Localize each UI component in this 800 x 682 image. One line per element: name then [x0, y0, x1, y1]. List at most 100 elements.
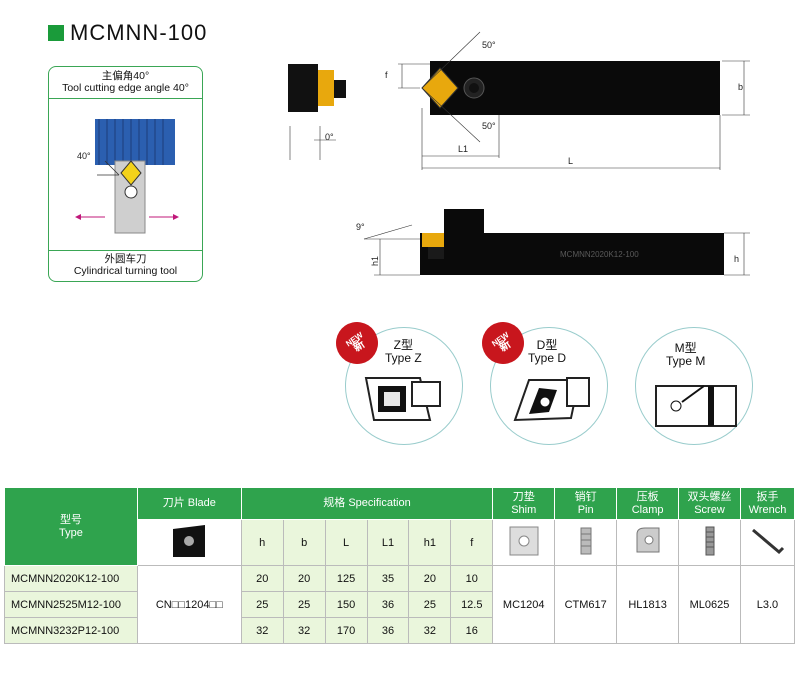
wrench-image — [739, 519, 796, 566]
side-bottom-en: Cylindrical turning tool — [73, 265, 178, 277]
clamp-icon — [636, 527, 660, 553]
screw-icon — [705, 526, 714, 556]
f-label: f — [385, 70, 388, 80]
clamp-image — [616, 519, 680, 566]
blade-value: CN□□1204□□ — [136, 565, 242, 644]
row-0-h: 20 — [240, 565, 284, 592]
row-2-L: 170 — [324, 617, 368, 644]
top-view-drawing — [288, 31, 750, 170]
header-screw-cn: 双头螺丝 — [687, 490, 732, 503]
type-d-en: Type D — [528, 351, 567, 365]
type-z-cn: Z型 — [393, 338, 414, 352]
spec-col-h: h — [240, 519, 284, 566]
spec-col-L: L — [324, 519, 368, 566]
row-1-L1: 36 — [366, 591, 410, 618]
header-wrench-cn: 扳手 — [756, 490, 779, 503]
type-z-label: Z型 Type Z — [385, 339, 422, 365]
header-pin-en: Pin — [577, 503, 594, 516]
side-divider-bottom — [49, 250, 202, 251]
engraving-text: MCMNN2020K12-100 — [560, 250, 639, 259]
row-2-b: 32 — [282, 617, 326, 644]
row-1-type: MCMNN2525M12-100 — [4, 591, 138, 618]
header-screw-en: Screw — [694, 503, 725, 516]
blade-icon — [173, 525, 206, 557]
pin-value: CTM617 — [554, 565, 618, 644]
header-pin-cn: 销钉 — [574, 490, 597, 503]
zero-angle-label: 0° — [325, 132, 334, 142]
spec-col-f: f — [450, 519, 494, 566]
type-z-en: Type Z — [385, 351, 422, 365]
blade-image — [136, 519, 242, 566]
type-z-illustration — [364, 377, 441, 421]
type-m-label: M型 Type M — [666, 342, 705, 368]
row-1-f: 12.5 — [450, 591, 494, 618]
side-top-cn: 主偏角40° — [101, 70, 150, 82]
side-bottom-cn: 外圆车刀 — [104, 253, 147, 265]
new-badge-d-cn: 新 — [497, 338, 514, 355]
spec-col-b: b — [282, 519, 326, 566]
L1-label: L1 — [458, 144, 469, 154]
spec-col-h1: h1 — [408, 519, 452, 566]
new-badge-z-cn: 新 — [351, 338, 368, 355]
row-0-h1: 20 — [408, 565, 452, 592]
side-divider-top — [49, 98, 202, 99]
row-0-type: MCMNN2020K12-100 — [4, 565, 138, 592]
shim-image — [492, 519, 556, 566]
b-label: b — [738, 82, 744, 92]
header-wrench-en: Wrench — [748, 503, 787, 516]
row-0-L: 125 — [324, 565, 368, 592]
spec-col-L1: L1 — [366, 519, 410, 566]
page-title: MCMNN-100 — [48, 20, 207, 46]
type-d-cn: D型 — [536, 338, 558, 352]
row-2-L1: 36 — [366, 617, 410, 644]
L-label: L — [568, 156, 574, 166]
type-m-illustration — [655, 385, 737, 427]
side-top-en: Tool cutting edge angle 40° — [62, 82, 189, 94]
row-0-b: 20 — [282, 565, 326, 592]
pin-icon — [580, 527, 592, 555]
header-clamp-en: Clamp — [631, 503, 664, 516]
shim-value: MC1204 — [492, 565, 556, 644]
h-label: h — [734, 254, 740, 264]
pin-image — [554, 519, 618, 566]
nine-degree-label: 9° — [356, 222, 365, 232]
header-blade: 刀片 Blade — [136, 487, 242, 520]
side-view-drawing — [363, 209, 750, 276]
wrench-value: L3.0 — [739, 565, 796, 644]
wrench-icon — [752, 528, 785, 555]
row-2-f: 16 — [450, 617, 494, 644]
header-type-cn: 型号 — [59, 513, 82, 526]
type-m-circle — [635, 327, 753, 445]
row-1-L: 150 — [324, 591, 368, 618]
h1-label: h1 — [370, 255, 381, 267]
title-marker — [48, 25, 64, 41]
header-shim-cn: 刀垫 — [512, 490, 535, 503]
header-spec: 规格 Specification — [240, 487, 494, 520]
workpiece — [95, 119, 175, 165]
row-1-h1: 25 — [408, 591, 452, 618]
header-type-en: Type — [59, 526, 83, 539]
row-2-h: 32 — [240, 617, 284, 644]
clamp-value: HL1813 — [616, 565, 680, 644]
type-d-illustration — [513, 377, 590, 422]
tool-angle-box: 主偏角40° Tool cutting edge angle 40° 40° 外… — [48, 66, 203, 282]
type-m-en: Type M — [666, 354, 706, 368]
header-clamp-cn: 压板 — [636, 490, 659, 503]
type-m-cn: M型 — [674, 341, 697, 355]
page-title-text: MCMNN-100 — [70, 20, 208, 45]
angle-top-label: 50° — [482, 40, 496, 50]
header-shim-en: Shim — [511, 503, 537, 516]
row-1-b: 25 — [282, 591, 326, 618]
row-2-h1: 32 — [408, 617, 452, 644]
angle-bottom-label: 50° — [482, 121, 496, 131]
row-0-L1: 35 — [366, 565, 410, 592]
type-d-label: D型 Type D — [528, 339, 566, 365]
screw-image — [678, 519, 741, 566]
row-0-f: 10 — [450, 565, 494, 592]
